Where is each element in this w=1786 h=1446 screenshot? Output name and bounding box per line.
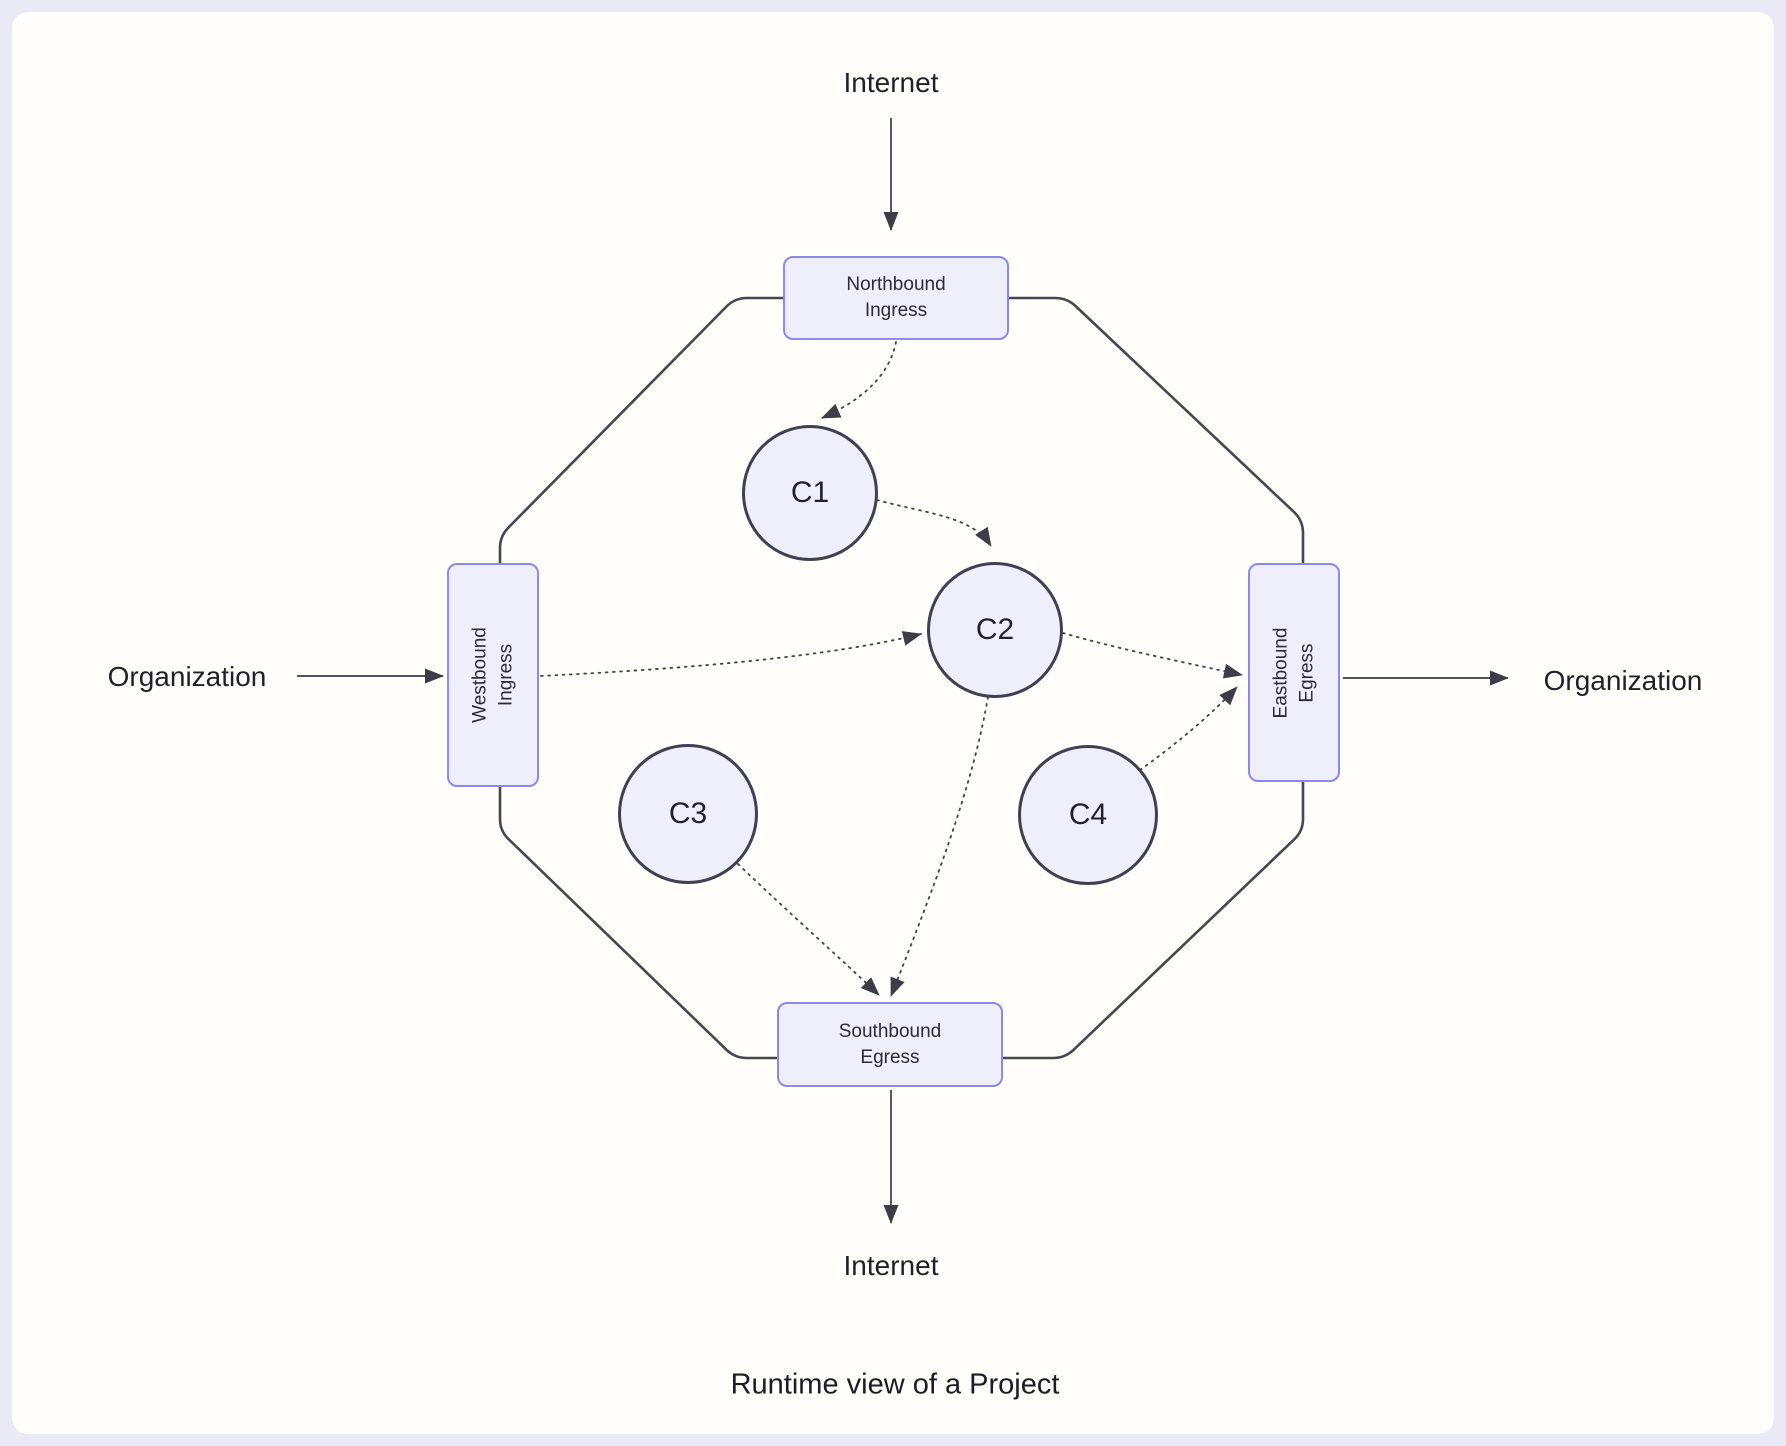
northbound-label-line2: Ingress [864,300,928,321]
eastbound-egress-label: Eastbound Egress [1268,563,1319,783]
eastbound-label-line1: Eastbound [1270,627,1292,718]
internet-top-label: Internet [843,67,939,98]
diagram-caption: Runtime view of a Project [730,1368,1060,1401]
organization-right-label: Organization [1543,665,1703,696]
westbound-label-line1: Westbound [469,627,491,723]
edge-west-to-c2 [540,631,922,677]
northbound-ingress-label: Northbound Ingress [846,272,945,323]
node-component-c1: C1 [742,425,878,561]
eastbound-label-line2: Egress [1296,642,1317,703]
node-southbound-egress: Southbound Egress [777,1002,1003,1087]
northbound-label-line1: Northbound [846,274,946,296]
node-westbound-ingress: Westbound Ingress [447,563,539,787]
organization-left-label: Organization [107,661,267,692]
edge-c2-to-south [890,696,989,997]
edge-c3-to-south [737,863,880,996]
southbound-label-line2: Egress [860,1046,920,1068]
internet-bottom-label: Internet [843,1250,939,1281]
node-eastbound-egress: Eastbound Egress [1248,563,1340,782]
diagram-paper [12,12,1774,1434]
edge-c2-to-east [1062,632,1243,679]
node-component-c4: C4 [1018,745,1158,885]
edge-north-to-c1 [821,341,897,419]
node-northbound-ingress: Northbound Ingress [783,256,1009,340]
node-component-c2: C2 [927,562,1063,698]
edge-c4-to-east [1139,686,1238,771]
westbound-ingress-label: Westbound Ingress [467,565,518,785]
westbound-label-line2: Ingress [495,643,516,707]
project-boundary-octagon [498,296,1305,1060]
southbound-label-line1: Southbound [838,1020,942,1042]
edge-c1-to-c2 [876,499,992,547]
node-component-c3: C3 [618,744,758,884]
southbound-egress-label: Southbound Egress [839,1019,942,1070]
